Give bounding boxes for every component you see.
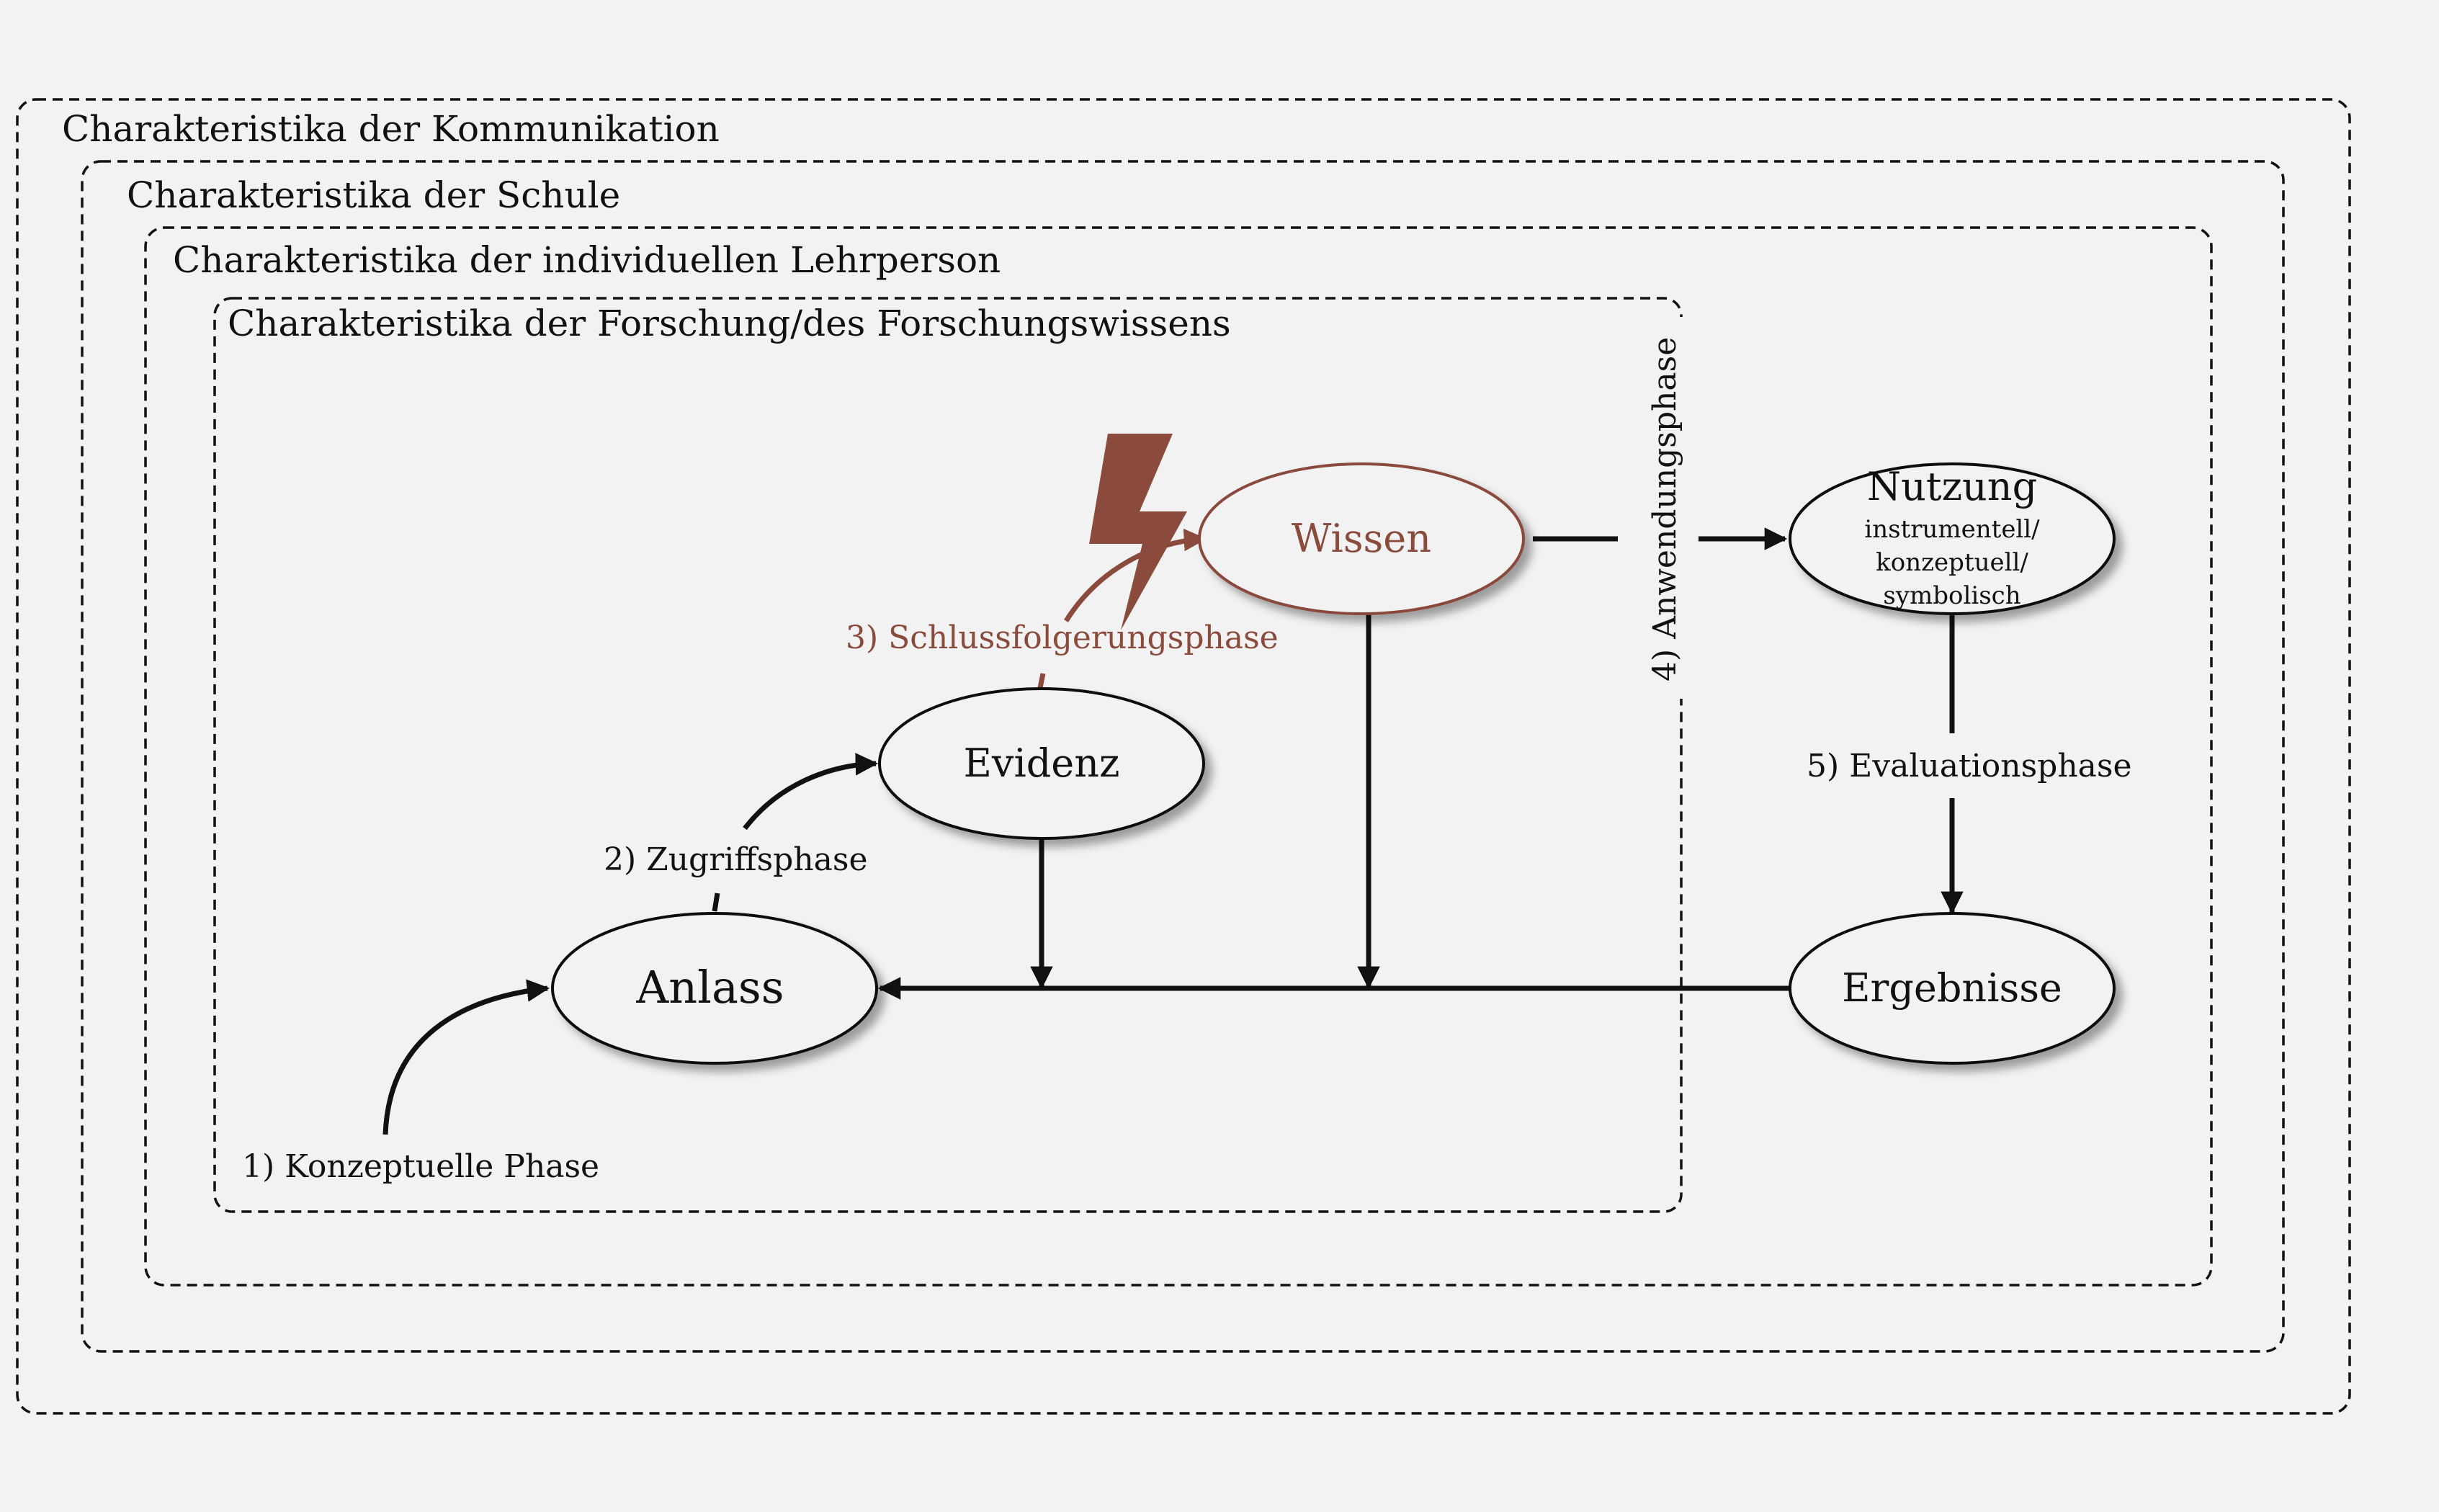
phase-1-label: 1) Konzeptuelle Phase: [242, 1148, 599, 1185]
node-nutzung-sub-1: instrumentell/: [1864, 515, 2040, 544]
node-nutzung-sub-3: symbolisch: [1883, 581, 2020, 610]
node-wissen: Wissen: [1198, 462, 1525, 615]
edge-concept-to-anlass: [382, 979, 550, 1135]
node-anlass: Anlass: [551, 912, 878, 1065]
edge-evidenz-to-label3: [1037, 673, 1046, 689]
lightning-bolt-icon: [1089, 434, 1187, 630]
edge-anlass-to-label2: [712, 893, 720, 912]
node-ergebnisse: Ergebnisse: [1789, 912, 2116, 1065]
frame-schule-label: Charakteristika der Schule: [127, 174, 620, 216]
phase-2-label: 2) Zugriffsphase: [604, 841, 868, 878]
edge-label2-to-evidenz: [743, 753, 879, 831]
frame-lehrperson: [144, 226, 2213, 1287]
node-ergebnisse-label: Ergebnisse: [1842, 965, 2062, 1011]
frame-kommunikation-label: Charakteristika der Kommunikation: [62, 108, 720, 150]
frame-kommunikation: [16, 98, 2351, 1415]
phase-4-gap: [1641, 317, 1713, 699]
node-evidenz-label: Evidenz: [964, 741, 1120, 786]
node-wissen-label: Wissen: [1292, 516, 1431, 561]
node-evidenz: Evidenz: [878, 687, 1205, 840]
phase-5-label: 5) Evaluationsphase: [1807, 748, 2132, 784]
phase-3-label: 3) Schlussfolgerungsphase: [846, 619, 1279, 656]
frame-forschung-label: Charakteristika der Forschung/des Forsch…: [228, 303, 1231, 344]
edge-label3-to-wissen: [1064, 528, 1207, 622]
node-nutzung-sub-2: konzeptuell/: [1876, 548, 2028, 577]
node-nutzung-label: Nutzung: [1867, 464, 2037, 509]
node-anlass-label: Anlass: [635, 961, 784, 1014]
frame-schule: [81, 160, 2285, 1353]
frame-lehrperson-label: Charakteristika der individuellen Lehrpe…: [173, 239, 1001, 281]
node-nutzung: Nutzung instrumentell/ konzeptuell/ symb…: [1789, 462, 2116, 615]
phase-4-label: 4) Anwendungsphase: [1647, 337, 1683, 681]
frame-forschung: [213, 297, 1683, 1213]
